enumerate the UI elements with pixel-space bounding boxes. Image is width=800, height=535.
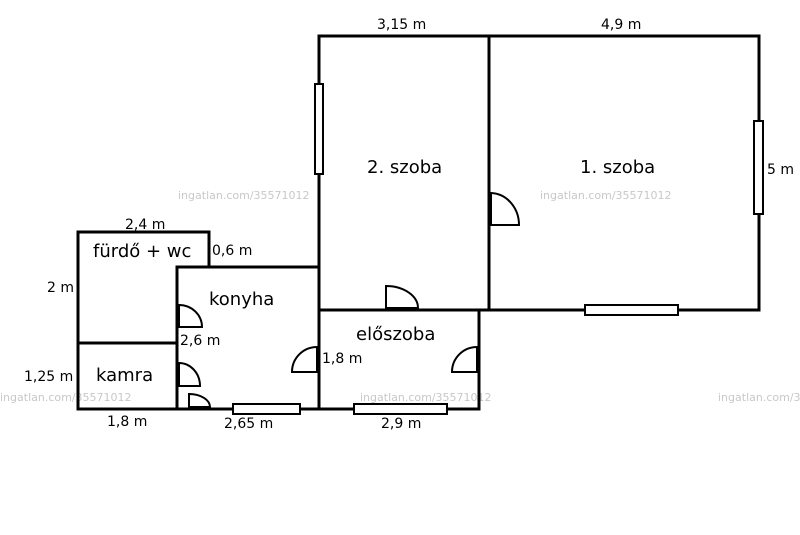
dimension-label: 2,6 m xyxy=(180,333,220,349)
dimension-label: 1,8 m xyxy=(322,351,362,367)
dimension-label: 2,4 m xyxy=(125,217,165,233)
dimension-label: 5 m xyxy=(767,162,794,178)
walls xyxy=(76,34,761,411)
door-kamra xyxy=(178,361,202,387)
room-label-szoba2: 2. szoba xyxy=(367,157,442,178)
window xyxy=(353,403,448,415)
room-label-kamra: kamra xyxy=(96,365,153,386)
window xyxy=(584,304,679,316)
window xyxy=(232,403,301,415)
dimension-label: 4,9 m xyxy=(601,17,641,33)
dimension-label: 0,6 m xyxy=(212,243,252,259)
door-furdo xyxy=(178,303,204,328)
window xyxy=(753,120,764,215)
doors xyxy=(178,191,521,408)
windows xyxy=(232,83,764,415)
dimension-label: 3,15 m xyxy=(377,17,426,33)
room-label-eloszoba: előszoba xyxy=(356,324,435,345)
watermark: ingatlan.com/35571012 xyxy=(178,189,310,202)
door-szoba2 xyxy=(385,284,420,309)
door-konyha-bottom xyxy=(188,392,212,408)
door-eloszoba xyxy=(450,345,478,373)
dimension-label: 2,9 m xyxy=(381,416,421,432)
watermark: ingatlan.com/35571012 xyxy=(0,391,132,404)
dimension-label: 2,65 m xyxy=(224,416,273,432)
room-label-szoba1: 1. szoba xyxy=(580,157,655,178)
dimension-label: 1,8 m xyxy=(107,414,147,430)
door-szoba1 xyxy=(490,191,521,226)
door-konyha xyxy=(290,345,318,373)
dimension-label: 1,25 m xyxy=(24,369,73,385)
watermarks: ingatlan.com/35571012 ingatlan.com/35571… xyxy=(0,189,800,404)
watermark: ingatlan.com/35571012 xyxy=(718,391,800,404)
room-label-konyha: konyha xyxy=(209,289,274,310)
room-labels: 1. szoba 2. szoba fürdő + wc konyha elős… xyxy=(93,157,655,386)
room-wall-furdo xyxy=(76,230,211,411)
window xyxy=(314,83,324,175)
dimension-labels: 3,15 m 4,9 m 5 m 2,4 m 0,6 m 2 m 2,6 m 1… xyxy=(24,17,794,432)
dimension-label: 2 m xyxy=(47,280,74,296)
watermark: ingatlan.com/35571012 xyxy=(360,391,492,404)
watermark: ingatlan.com/35571012 xyxy=(540,189,672,202)
room-label-furdo: fürdő + wc xyxy=(93,241,191,262)
